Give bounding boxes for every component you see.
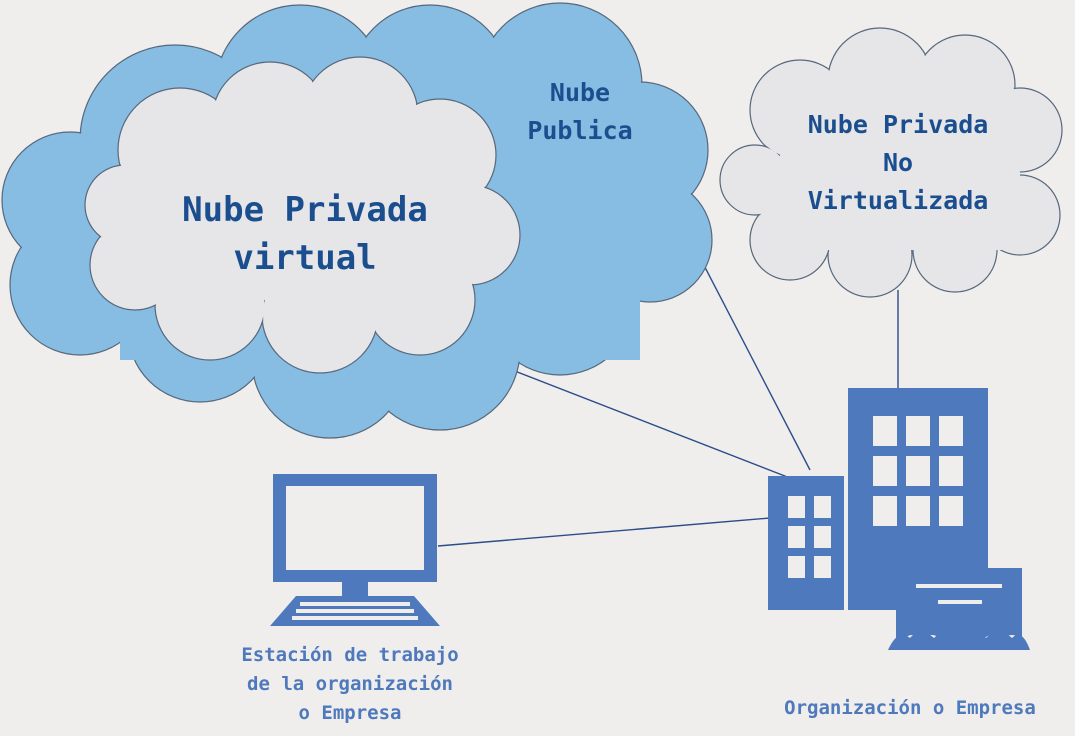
private-virtual-cloud-label: Nube Privada virtual: [140, 186, 470, 282]
private-nonvirtual-cloud: [719, 27, 1063, 298]
private-nonvirtual-cloud-label-line: No: [882, 148, 914, 177]
public-cloud-label-line: Nube: [549, 78, 611, 107]
workstation: [270, 474, 440, 626]
private-virtual-cloud-label-line: Nube Privada: [182, 190, 428, 230]
private-nonvirtual-cloud-label: Nube Privada No Virtualizada: [758, 106, 1038, 220]
connector-public-to-organization: [694, 247, 811, 471]
private-nonvirtual-cloud-label-line: Virtualizada: [807, 186, 989, 215]
office-building-icon: [768, 388, 1030, 650]
workstation-label-line: o Empresa: [298, 702, 402, 724]
workstation-label: Estación de trabajo de la organización o…: [200, 641, 500, 728]
connector-workstation-to-organization: [437, 517, 771, 547]
public-cloud-label: Nube Publica: [500, 74, 660, 150]
document-stack-icon: [888, 568, 1030, 650]
organization-label: Organización o Empresa: [750, 694, 1070, 723]
private-virtual-cloud-label-line: virtual: [233, 238, 377, 278]
organization: [768, 388, 1030, 650]
private-nonvirtual-cloud-label-line: Nube Privada: [807, 110, 989, 139]
organization-label-line: Organización o Empresa: [784, 697, 1036, 719]
keyboard-keys: [292, 602, 418, 620]
workstation-label-line: de la organización: [247, 673, 453, 695]
private-virtual-cloud: [84, 56, 521, 374]
workstation-label-line: Estación de trabajo: [241, 644, 459, 666]
laptop-icon: [270, 474, 440, 626]
public-cloud-label-line: Publica: [527, 116, 633, 145]
